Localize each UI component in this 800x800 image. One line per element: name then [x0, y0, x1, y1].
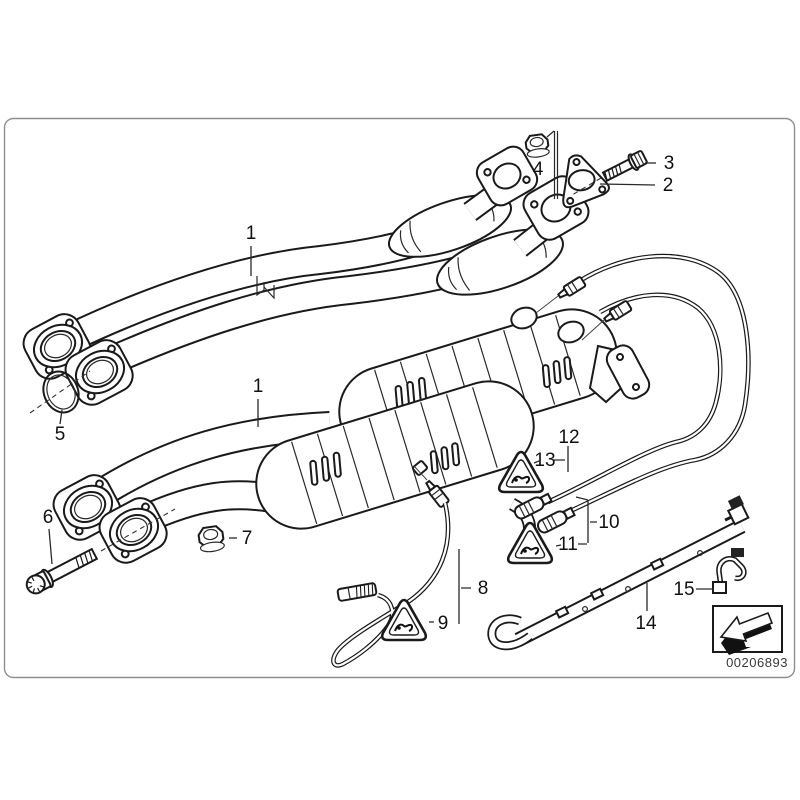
hex-bolt-3 [601, 150, 648, 182]
hex-nut-7 [197, 525, 225, 553]
pipe-bracket-hook [256, 276, 275, 300]
callout-7: 7 [242, 528, 253, 549]
callout-13: 13 [534, 450, 555, 471]
sensor-threaded-end [336, 582, 378, 602]
sensor-cable-mounting-rail-14 [487, 495, 750, 651]
callout-8: 8 [478, 578, 489, 599]
torque-warning-triangle-icon-11 [506, 521, 554, 565]
oxygen-sensor-cables [513, 253, 751, 534]
cable-holder-clip-15 [712, 548, 747, 594]
view-direction-arrow-icon [719, 611, 774, 655]
image-number: 00206893 [726, 655, 788, 670]
callout-1-upper: 1 [246, 223, 257, 244]
callout-2: 2 [663, 175, 674, 196]
lambda-sensor-boss-2 [557, 320, 585, 344]
callout-14: 14 [635, 613, 657, 634]
catalytic-muffler-front [255, 380, 535, 530]
view-direction-arrow-box [712, 605, 783, 655]
callout-6: 6 [43, 507, 54, 528]
callout-10: 10 [598, 512, 619, 533]
front-pipe-assembly-upper [22, 145, 590, 406]
torque-warning-triangle-icon-13 [497, 450, 545, 494]
callout-5: 5 [55, 424, 66, 445]
flange-nut-4 [524, 133, 550, 158]
bolt-3-axis-dashed [571, 177, 602, 196]
callout-leader-lines [48, 162, 714, 624]
torque-warning-triangle-icon-9 [380, 598, 428, 642]
sensor-plug-connector-2 [536, 506, 576, 534]
nut-4-leader [546, 130, 559, 199]
callout-11: 11 [558, 534, 578, 555]
callout-1-lower: 1 [253, 376, 264, 397]
oxygen-sensor-upper [557, 276, 587, 299]
flange-gasket-2 [562, 154, 610, 209]
sensor-plug-connector-1 [513, 492, 553, 520]
sensor-fitting [412, 460, 428, 476]
lambda-sensor-boss-1 [510, 306, 538, 330]
o-ring-axis-dashed [29, 370, 91, 414]
hex-bolt-6 [25, 547, 99, 595]
oxygen-sensor-8 [425, 479, 450, 508]
callout-15: 15 [673, 579, 694, 600]
callout-12: 12 [558, 427, 579, 448]
rail-end-connector [724, 495, 750, 526]
inlet-flange-2 [64, 339, 134, 406]
callout-4: 4 [533, 159, 544, 180]
inlet-flange-1 [22, 313, 92, 380]
callout-3: 3 [664, 153, 675, 174]
oxygen-sensor-lower [603, 300, 633, 323]
muffler-end-flange [605, 344, 651, 400]
exhaust-flange-plate-a [475, 145, 539, 207]
o-ring-gasket-5 [42, 370, 80, 414]
callout-9: 9 [438, 613, 449, 634]
front-pipe-assembly-lower [52, 306, 651, 564]
